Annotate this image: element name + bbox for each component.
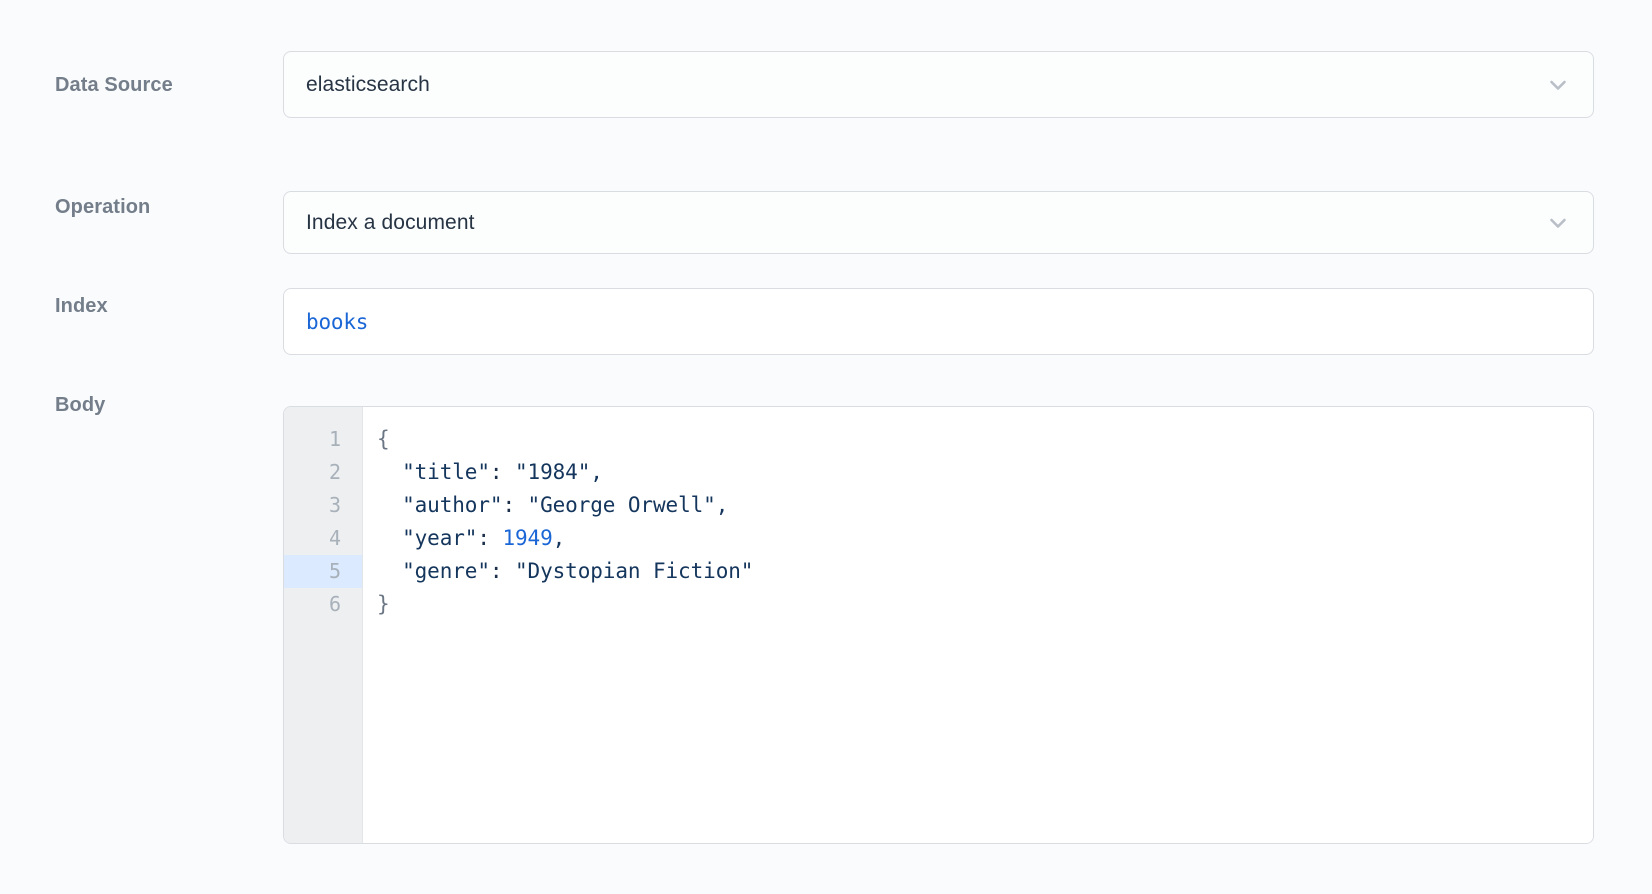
code-token-comma: ,	[552, 526, 566, 550]
code-token-plain	[515, 493, 528, 517]
code-token-number: 1949	[502, 526, 553, 550]
body-code-editor[interactable]: 1 2 3 4 5 6 { "title": "1984", "author": "Geo…	[283, 406, 1594, 844]
code-token-colon: :	[502, 493, 515, 517]
code-token-plain	[377, 493, 402, 517]
editor-line-number: 4	[328, 526, 341, 550]
editor-code-area[interactable]: { "title": "1984", "author": "George Orw…	[363, 407, 1593, 843]
editor-code-line: {	[377, 423, 1593, 456]
editor-line-number: 5	[284, 555, 362, 588]
editor-line-number: 2	[328, 460, 341, 484]
editor-code-line: "title": "1984",	[377, 456, 1593, 489]
data-source-value: elasticsearch	[306, 72, 430, 96]
chevron-down-icon[interactable]	[1545, 72, 1571, 98]
code-token-colon: :	[489, 460, 503, 484]
index-input[interactable]: books	[283, 288, 1594, 355]
editor-line-number: 3	[328, 493, 341, 517]
index-label: Index	[55, 295, 108, 317]
code-token-plain	[502, 460, 515, 484]
code-token-plain	[377, 559, 402, 583]
editor-code-line: "year": 1949,	[377, 522, 1593, 555]
code-token-plain	[502, 559, 515, 583]
editor-line-number-gutter: 1 2 3 4 5 6	[284, 407, 363, 843]
code-token-plain	[377, 526, 402, 550]
operation-value: Index a document	[306, 210, 475, 234]
code-token-key: "genre"	[402, 559, 490, 583]
code-token-plain	[490, 526, 503, 550]
code-token-punct: {	[377, 427, 390, 451]
data-source-select[interactable]: elasticsearch	[283, 51, 1594, 118]
code-token-string: "Dystopian Fiction"	[515, 559, 754, 583]
editor-code-line: "genre": "Dystopian Fiction"	[377, 555, 1593, 588]
operation-label: Operation	[55, 196, 151, 218]
code-token-comma: ,	[715, 493, 729, 517]
code-token-colon: :	[489, 559, 503, 583]
data-source-label: Data Source	[55, 74, 173, 96]
code-token-key: "author"	[402, 493, 503, 517]
chevron-down-icon[interactable]	[1545, 210, 1571, 236]
code-token-plain	[377, 460, 402, 484]
code-token-punct: }	[377, 592, 390, 616]
code-token-string: "George Orwell"	[527, 493, 716, 517]
code-token-string: "1984"	[515, 460, 591, 484]
code-token-key: "year"	[402, 526, 478, 550]
editor-line-number: 1	[328, 427, 341, 451]
code-token-colon: :	[477, 526, 490, 550]
body-label: Body	[55, 394, 106, 416]
editor-line-number: 6	[328, 592, 341, 616]
code-token-comma: ,	[590, 460, 603, 484]
editor-code-line: "author": "George Orwell",	[377, 489, 1593, 522]
editor-code-line: }	[377, 588, 1593, 621]
code-token-key: "title"	[402, 460, 490, 484]
index-value: books	[306, 309, 369, 334]
operation-select[interactable]: Index a document	[283, 191, 1594, 254]
